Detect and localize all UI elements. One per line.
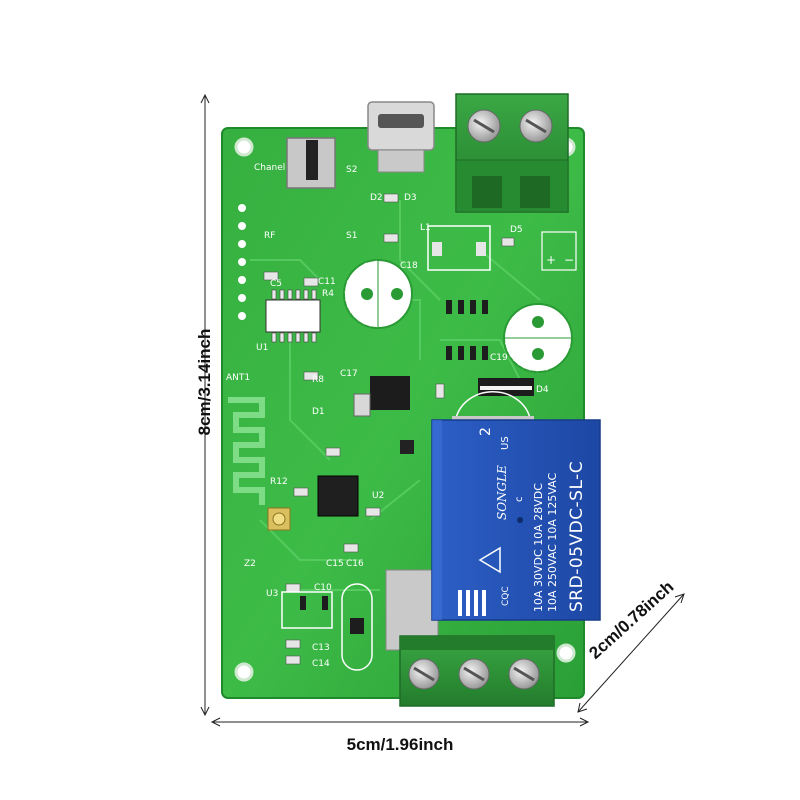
ic-u1 <box>265 299 321 333</box>
svg-text:−: − <box>564 253 574 267</box>
silk-c14: C14 <box>312 659 330 669</box>
silk-c19: C19 <box>490 353 508 363</box>
tactile-switch <box>286 137 336 189</box>
silk-r12: R12 <box>270 477 288 487</box>
relay-cqc: CQC <box>501 586 511 606</box>
polarity-marking: + − <box>541 231 577 271</box>
relay-mark-c: c <box>514 497 525 503</box>
silk-l1: L1 <box>420 223 431 233</box>
ic-main-chip <box>317 475 359 517</box>
silk-s2: S2 <box>346 165 357 175</box>
silk-d2: D2 <box>370 193 383 203</box>
width-dimension-label: 5cm/1.96inch <box>346 735 454 754</box>
silk-rf: RF <box>264 231 275 241</box>
silk-c5: C5 <box>270 279 282 289</box>
silk-u2: U2 <box>372 491 384 501</box>
silk-r8: R8 <box>312 375 324 385</box>
silk-d1: D1 <box>312 407 325 417</box>
silk-d4: D4 <box>536 385 549 395</box>
silk-ant1: ANT1 <box>226 373 250 383</box>
relay-dot <box>517 517 523 523</box>
silk-c10: C10 <box>314 583 332 593</box>
relay: SRD-05VDC-SL-C 10A 250VAC 10A 125VAC 10A… <box>431 419 601 621</box>
output-terminal-block <box>385 569 555 707</box>
ic-u3 <box>281 591 333 629</box>
silk-c17: C17 <box>340 369 358 379</box>
silk-r4: R4 <box>322 289 334 299</box>
dimension-lines <box>200 93 685 727</box>
relay-mark-us: US <box>500 436 511 450</box>
warning-triangle-icon <box>478 546 501 574</box>
pcb-board: Chanel RF S1 S2 ANT1 U1 U2 U3 Z2 C5 C11 … <box>221 93 585 707</box>
crystal-outline <box>341 583 373 671</box>
relay-logo-icon <box>458 590 486 616</box>
transistor <box>400 440 414 454</box>
inductor-l1 <box>427 225 491 271</box>
capacitor-c18 <box>343 259 413 329</box>
silk-c11: C11 <box>318 277 336 287</box>
relay-rating-1: 10A 250VAC 10A 125VAC <box>546 472 559 612</box>
voltage-regulator <box>370 376 410 410</box>
silk-z2: Z2 <box>244 559 256 569</box>
silk-c15: C15 <box>326 559 344 569</box>
silk-d5: D5 <box>510 225 523 235</box>
silk-d3: D3 <box>404 193 417 203</box>
silk-channel: Chanel <box>254 163 285 173</box>
silk-u3: U3 <box>266 589 278 599</box>
capacitor-c19 <box>503 303 573 373</box>
micro-usb-port <box>367 101 435 173</box>
svg-text:+: + <box>546 253 556 267</box>
relay-rating-2: 10A 30VDC 10A 28VDC <box>532 483 545 612</box>
silk-c16: C16 <box>346 559 364 569</box>
relay-brand: SONGLE <box>495 465 509 520</box>
pcb-antenna <box>228 397 265 505</box>
relay-model: SRD-05VDC-SL-C <box>567 461 587 612</box>
height-dimension-label: 8cm/3.14inch <box>195 328 214 436</box>
silk-c18: C18 <box>400 261 418 271</box>
relay-number: 2 <box>478 427 494 436</box>
input-terminal-block <box>455 93 569 213</box>
silk-u1: U1 <box>256 343 268 353</box>
silk-s1: S1 <box>346 231 357 241</box>
silk-c13: C13 <box>312 643 330 653</box>
